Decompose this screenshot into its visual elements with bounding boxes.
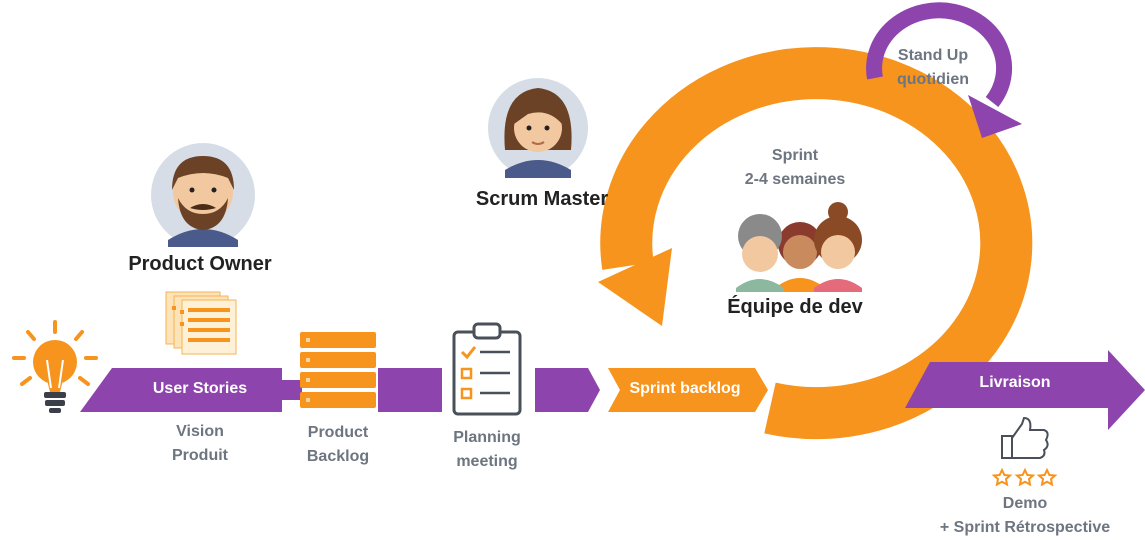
lightbulb-icon	[12, 320, 98, 413]
standup-loop-arrow	[866, 2, 1022, 138]
vision-line2: Produit	[172, 447, 228, 464]
planning-line1: Planning	[453, 429, 521, 446]
standup-line2: quotidien	[897, 71, 969, 88]
product-owner-avatar	[151, 143, 255, 247]
planning-line2: meeting	[456, 453, 518, 470]
dev-team-label: Équipe de dev	[727, 296, 863, 318]
backlog-line2: Backlog	[306, 448, 370, 465]
standup-line1: Stand Up	[897, 47, 969, 64]
clipboard-icon	[452, 322, 522, 416]
star-icon	[991, 467, 1058, 487]
scrum-master-label: Scrum Master	[475, 188, 609, 210]
demo-label: Demo + Sprint Rétrospective	[922, 492, 1128, 540]
demo-line1: Demo	[1002, 495, 1048, 512]
sprint-backlog-label: Sprint backlog	[629, 380, 741, 397]
demo-line2: + Sprint Rétrospective	[939, 519, 1111, 536]
product-owner-label: Product Owner	[128, 253, 272, 275]
livraison-label: Livraison	[979, 374, 1051, 391]
sprint-line2: 2-4 semaines	[744, 171, 846, 188]
planning-meeting-label: Planning meeting	[432, 426, 542, 474]
standup-label: Stand Up quotidien	[878, 44, 988, 92]
sprint-line1: Sprint	[771, 147, 819, 164]
backlog-line1: Product	[307, 424, 369, 441]
vision-line1: Vision	[176, 423, 224, 440]
thumbs-up-icon	[1001, 416, 1049, 459]
sprint-duration-label: Sprint 2-4 semaines	[735, 144, 855, 192]
documents-icon	[165, 291, 237, 355]
flow-band	[80, 350, 1145, 430]
scrum-master-avatar	[488, 78, 588, 178]
user-stories-label: User Stories	[152, 380, 248, 397]
vision-produit-label: Vision Produit	[145, 420, 255, 468]
dev-team-avatars	[736, 202, 862, 292]
product-backlog-label: Product Backlog	[283, 421, 393, 469]
stack-icon	[300, 332, 376, 408]
